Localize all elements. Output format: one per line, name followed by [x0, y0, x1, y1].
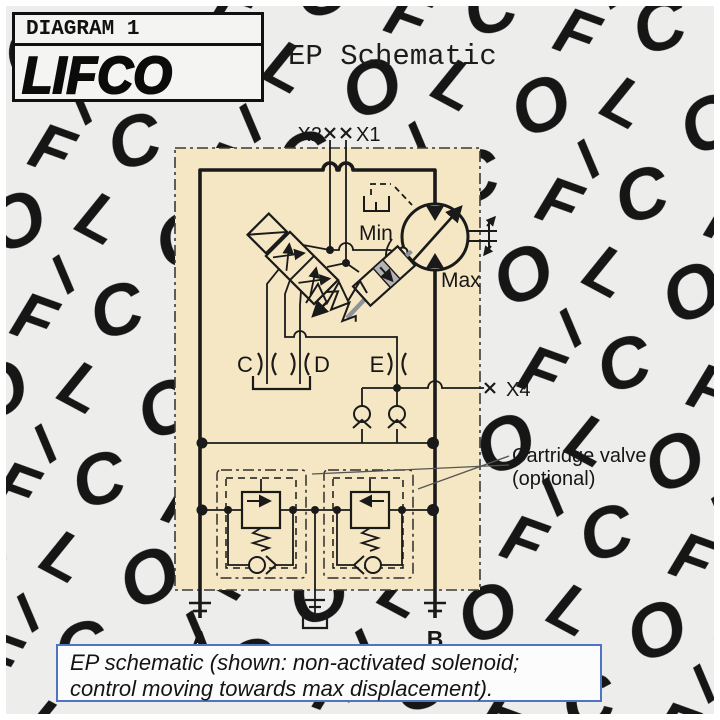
- page-title: EP Schematic: [288, 40, 497, 73]
- variable-pump: [400, 202, 470, 272]
- port-x4-label: X4: [506, 379, 530, 401]
- tank-symbol: [301, 598, 329, 630]
- caption-line1: EP schematic (shown: non-activated solen…: [70, 650, 520, 675]
- junction-dots: [196, 246, 439, 516]
- port-d-label: D: [314, 352, 330, 377]
- feedback-spring: [305, 279, 368, 306]
- gauge-port-symbols: [257, 352, 407, 376]
- port-e-label: E: [370, 352, 385, 377]
- drain-arrow: [311, 299, 330, 318]
- port-c-label: C: [237, 352, 253, 377]
- brand-logo: LIFCO: [21, 46, 173, 105]
- check-valve-right: [387, 405, 407, 429]
- check-valve-left: [352, 405, 372, 429]
- solenoid: [245, 211, 289, 255]
- min-stop-adjuster: [363, 183, 413, 212]
- port-b-plug: [424, 601, 446, 613]
- logo-box: DIAGRAM 1 LIFCO: [12, 12, 264, 102]
- port-a-plug: [189, 601, 211, 613]
- cartridge-valve-left: [216, 469, 307, 579]
- max-label: Max: [441, 269, 481, 292]
- port-x2-label: X2: [298, 124, 322, 146]
- figure-caption: EP schematic (shown: non-activated solen…: [56, 644, 602, 702]
- displacement-arrow: [408, 205, 463, 266]
- proportional-valve: [245, 211, 368, 323]
- drive-shaft: [468, 215, 497, 257]
- min-label: Min: [359, 222, 393, 245]
- cartridge-valve-right: [323, 469, 414, 579]
- port-x1-label: X1: [356, 124, 380, 146]
- port-plug-crosses: [324, 127, 496, 394]
- control-cylinder: [345, 244, 417, 320]
- diagram-label: DIAGRAM 1: [15, 15, 261, 46]
- pilot-lines: [202, 140, 484, 620]
- cartridge-note-line1: Cartridge valve: [512, 445, 647, 467]
- caption-line2: control moving towards max displacement)…: [70, 676, 494, 702]
- piston-motion-arrow: [379, 266, 394, 283]
- cartridge-note-line2: (optional): [512, 468, 595, 490]
- valve-spring: [325, 290, 357, 323]
- cartridge-leader-lines: [311, 455, 510, 490]
